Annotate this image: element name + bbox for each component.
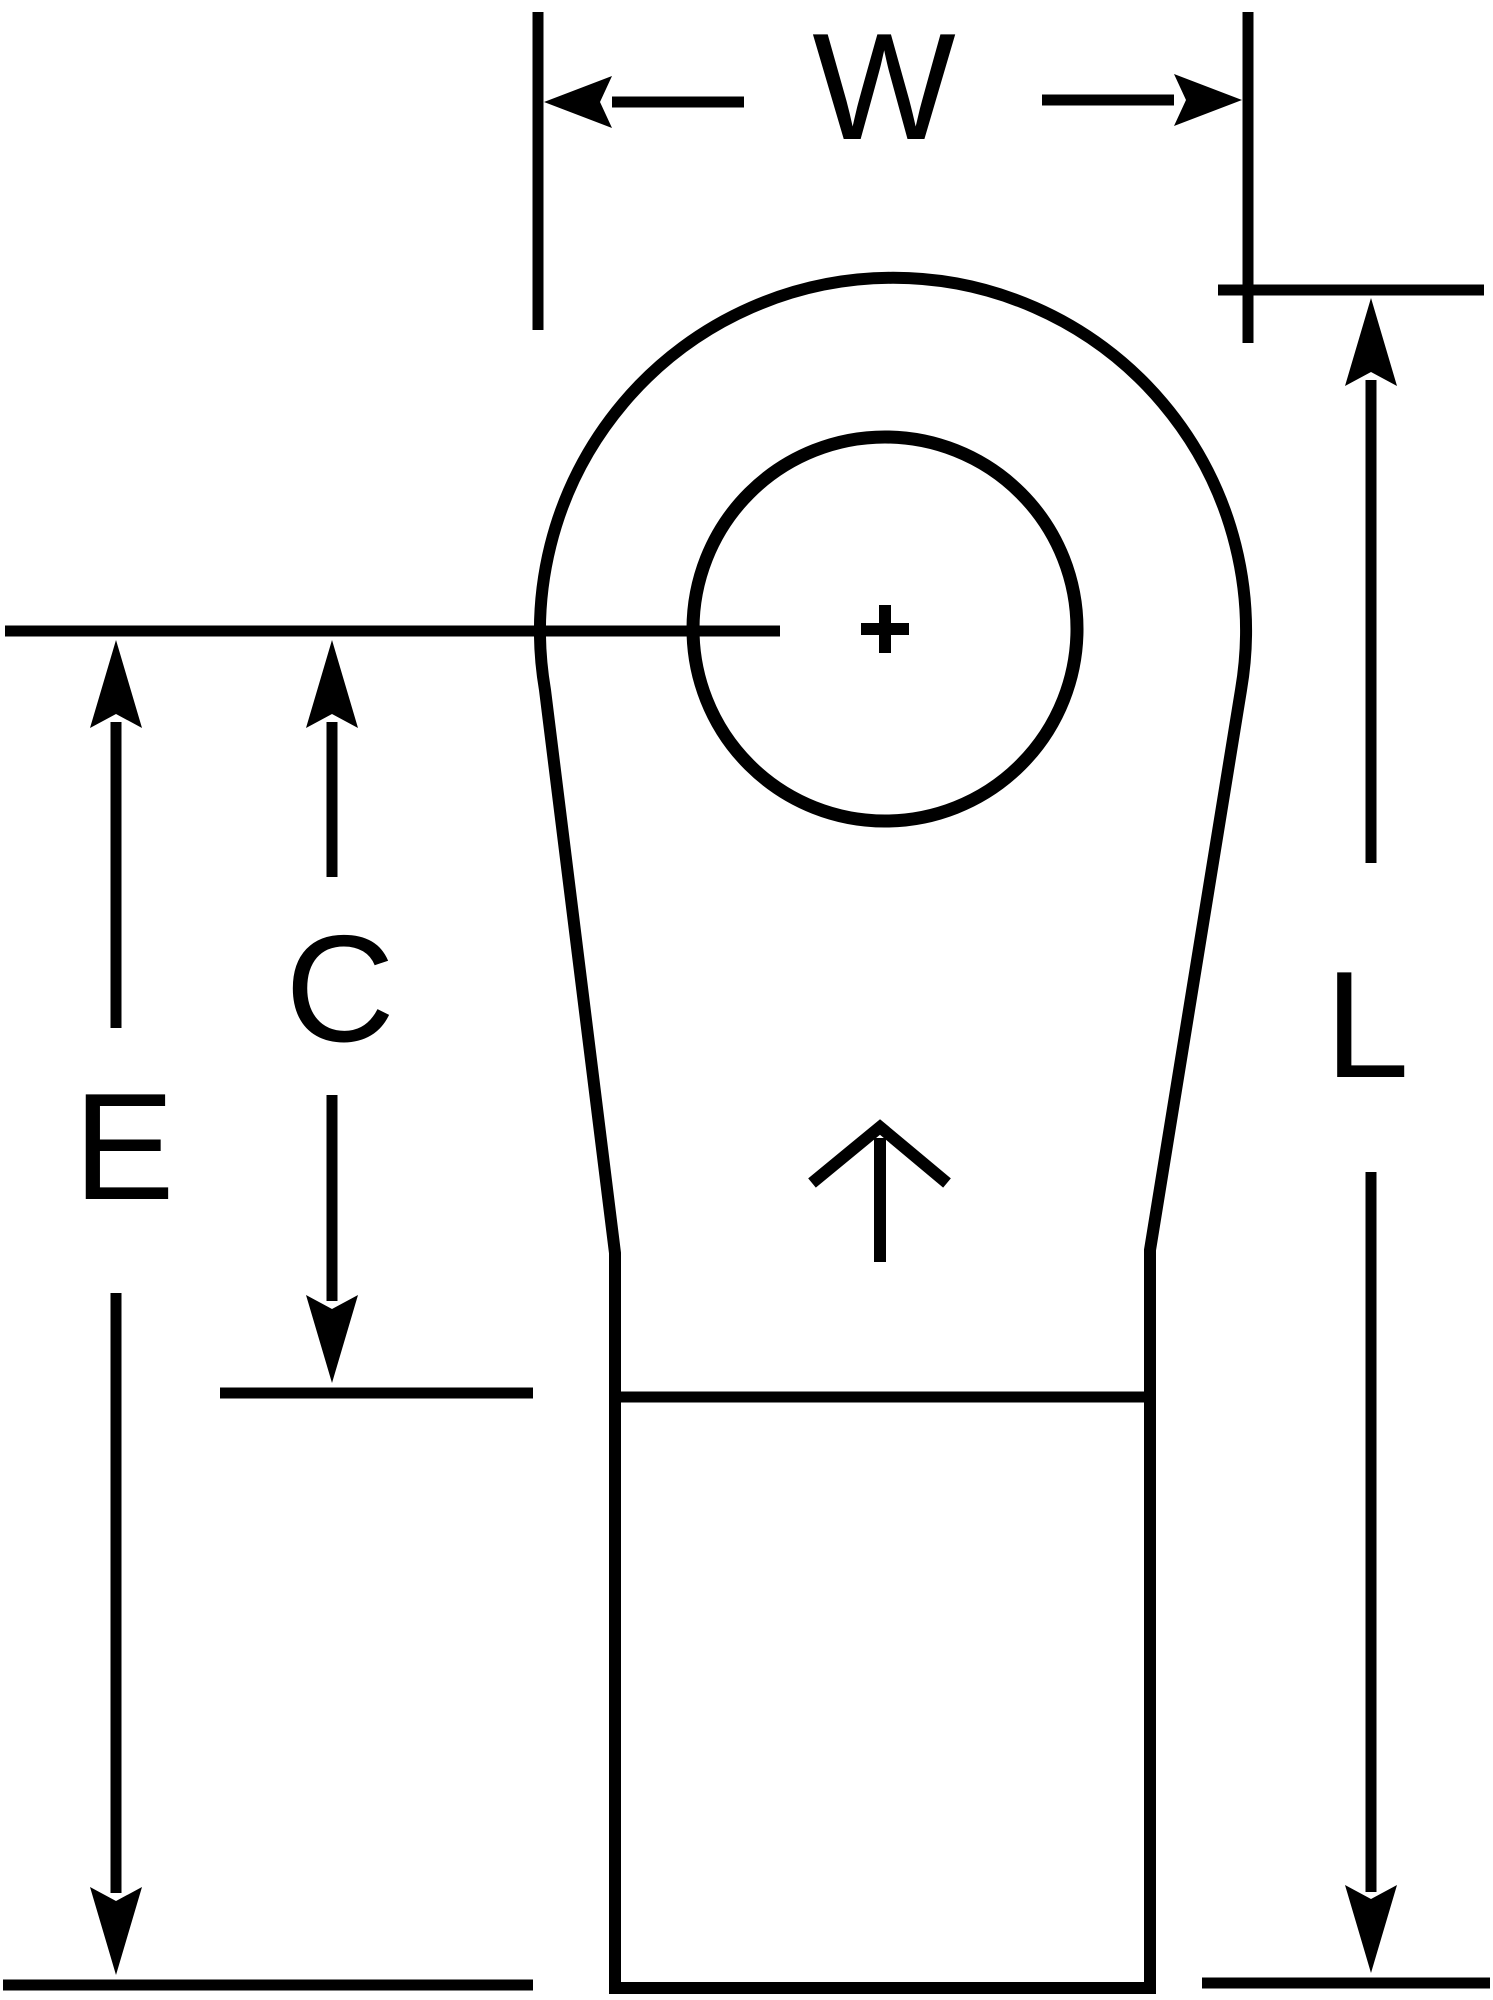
w-dimension-label: W bbox=[812, 2, 955, 172]
w-arrowhead-right bbox=[1174, 74, 1242, 126]
terminal-body bbox=[534, 271, 1252, 1994]
dimension-E: E bbox=[3, 640, 533, 1991]
l-arrowhead-down bbox=[1345, 1885, 1397, 1973]
dimension-C: C bbox=[220, 640, 533, 1399]
c-dimension-label: C bbox=[285, 904, 395, 1074]
dimension-L: L bbox=[1202, 284, 1490, 1989]
w-arrowhead-left bbox=[544, 76, 612, 128]
orientation-arrow-icon bbox=[808, 1119, 951, 1262]
c-arrowhead-down bbox=[306, 1295, 358, 1383]
center-mark-icon bbox=[861, 605, 909, 653]
e-arrowhead-up bbox=[90, 640, 142, 728]
c-arrowhead-up bbox=[306, 640, 358, 728]
l-arrowhead-up bbox=[1345, 298, 1397, 386]
e-arrowhead-down bbox=[90, 1887, 142, 1975]
l-dimension-label: L bbox=[1325, 940, 1410, 1110]
e-dimension-label: E bbox=[73, 1062, 174, 1232]
dimension-W: W bbox=[532, 2, 1254, 343]
